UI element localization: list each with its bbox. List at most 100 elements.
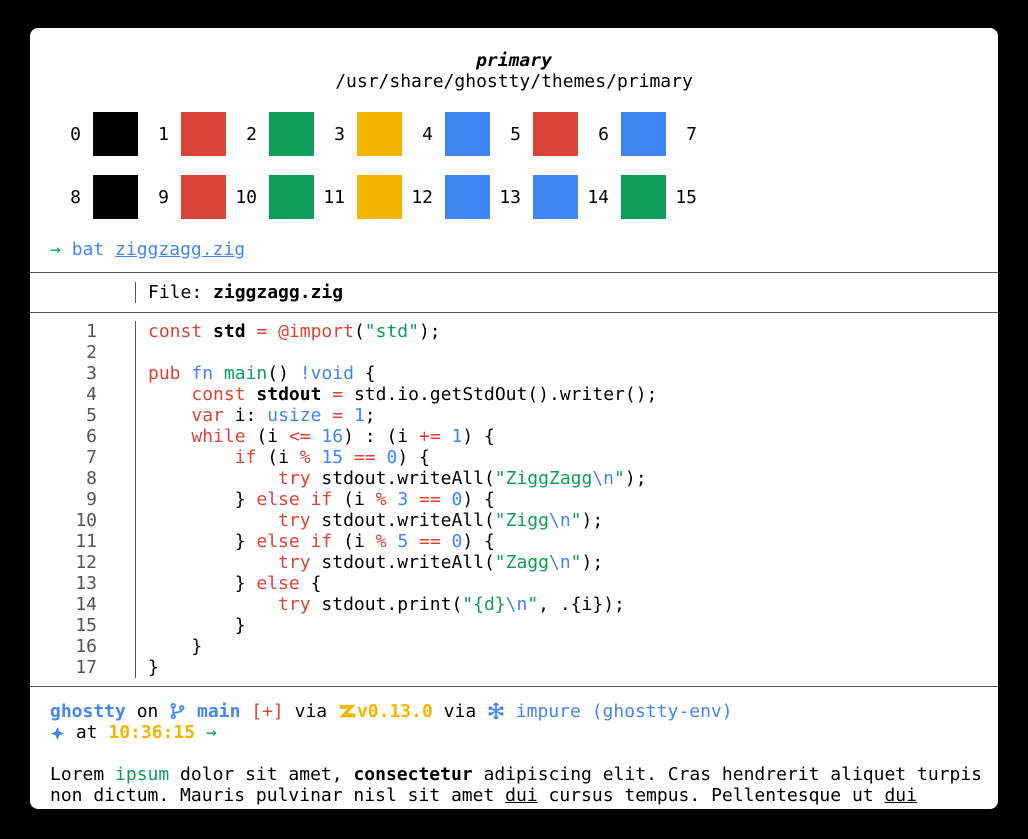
text-token: ); [581, 552, 604, 573]
text-token [213, 363, 224, 384]
palette-swatch [357, 175, 402, 219]
palette-cell: 1 [138, 112, 226, 156]
text-token: if [310, 489, 333, 510]
code-text: var i: usize = 1; [135, 405, 998, 426]
text-token: = [332, 384, 344, 405]
text-token: → [205, 722, 217, 743]
palette-index: 8 [70, 186, 81, 208]
palette-index: 6 [598, 123, 609, 145]
text-token [246, 321, 257, 342]
text-token: try [278, 468, 311, 489]
text-token: ) : (i [343, 426, 419, 447]
text-token: 3 [397, 489, 409, 510]
text-token: stdout [256, 384, 322, 405]
text-token [386, 489, 397, 510]
text-token: "Zigg [494, 510, 549, 531]
file-label: File: [148, 282, 214, 303]
palette-cell: 4 [402, 112, 490, 156]
palette-index: 5 [510, 123, 521, 145]
text-token: == [353, 447, 376, 468]
palette-cell: 3 [314, 112, 402, 156]
prompt-line-1: ghostty on main [+] via v0.13.0 via impu… [50, 701, 998, 722]
text-token: impure (ghostty-env) [505, 701, 733, 722]
text-token [267, 321, 278, 342]
command-line: → bat ziggzagg.zig [50, 239, 998, 260]
text-token [408, 489, 419, 510]
terminal-panel[interactable]: primary /usr/share/ghostty/themes/primar… [30, 28, 998, 809]
shell-prompt: ghostty on main [+] via v0.13.0 via impu… [50, 701, 998, 743]
palette-swatch [445, 175, 490, 219]
palette-index: 0 [70, 123, 81, 145]
text-token [148, 384, 191, 405]
palette-swatch [709, 112, 754, 156]
palette-swatch [93, 112, 138, 156]
palette-index: 13 [499, 186, 521, 208]
text-token: { [299, 573, 322, 594]
text-token: = [256, 321, 268, 342]
text-token [376, 447, 387, 468]
text-token: pub [148, 363, 181, 384]
text-token: via [283, 701, 338, 722]
text-token: while [191, 426, 246, 447]
line-number: 1 [86, 321, 97, 342]
palette-cell: 11 [314, 175, 402, 219]
text-token: ); [418, 321, 441, 342]
text-token [321, 405, 332, 426]
text-token: 1 [353, 405, 365, 426]
text-token: += [418, 426, 441, 447]
text-token: <= [288, 426, 311, 447]
text-token: else [256, 489, 300, 510]
text-token: 15 [321, 447, 344, 468]
palette-swatch [269, 175, 314, 219]
text-token: ) { [397, 447, 430, 468]
text-token: cursus tempus. Pellentesque ut [537, 785, 885, 806]
line-number: 11 [75, 531, 97, 552]
text-token: consectetur [353, 764, 473, 785]
text-token: stdout.writeAll( [310, 468, 495, 489]
star-icon [50, 722, 65, 743]
code-text: } [135, 615, 998, 636]
text-token: % [299, 447, 311, 468]
palette-swatch [357, 112, 402, 156]
text-token: " [570, 552, 582, 573]
text-token: adipiscing elit. Cras hendrerit aliquet … [472, 764, 983, 785]
text-token [343, 405, 354, 426]
palette-cell: 12 [402, 175, 490, 219]
palette-swatch [181, 112, 226, 156]
palette-cell: 5 [490, 112, 578, 156]
line-number: 5 [86, 405, 97, 426]
text-token: 5 [397, 531, 409, 552]
bat-rule-mid [30, 312, 998, 313]
palette-cell: 6 [578, 112, 666, 156]
text-token [343, 447, 354, 468]
text-token: stdout.print( [310, 594, 463, 615]
code-line: 12 try stdout.writeAll("Zagg\n"); [30, 552, 998, 573]
palette-index: 4 [422, 123, 433, 145]
palette-index: 7 [686, 123, 697, 145]
text-token: } [148, 615, 246, 636]
line-number: 17 [75, 657, 97, 678]
text-token: 16 [321, 426, 344, 447]
code-text: } [135, 636, 998, 657]
text-token: == [419, 531, 441, 552]
text-token [148, 594, 278, 615]
palette-cell: 14 [578, 175, 666, 219]
code-line: 17} [30, 657, 998, 678]
text-token: } [148, 636, 203, 657]
text-token [148, 405, 191, 426]
text-token [311, 426, 322, 447]
zig-icon [338, 701, 357, 722]
text-token: ( [353, 321, 365, 342]
code-text: try stdout.print("{d}\n", .{i}); [135, 594, 998, 615]
code-text: if (i % 15 == 0) { [135, 447, 998, 468]
text-token [181, 363, 192, 384]
text-token: v0.13.0 [356, 701, 433, 722]
text-token: stdout.writeAll( [310, 510, 495, 531]
code-text: } [135, 657, 998, 678]
code-text: } else if (i % 5 == 0) { [135, 531, 998, 552]
text-token [148, 552, 278, 573]
